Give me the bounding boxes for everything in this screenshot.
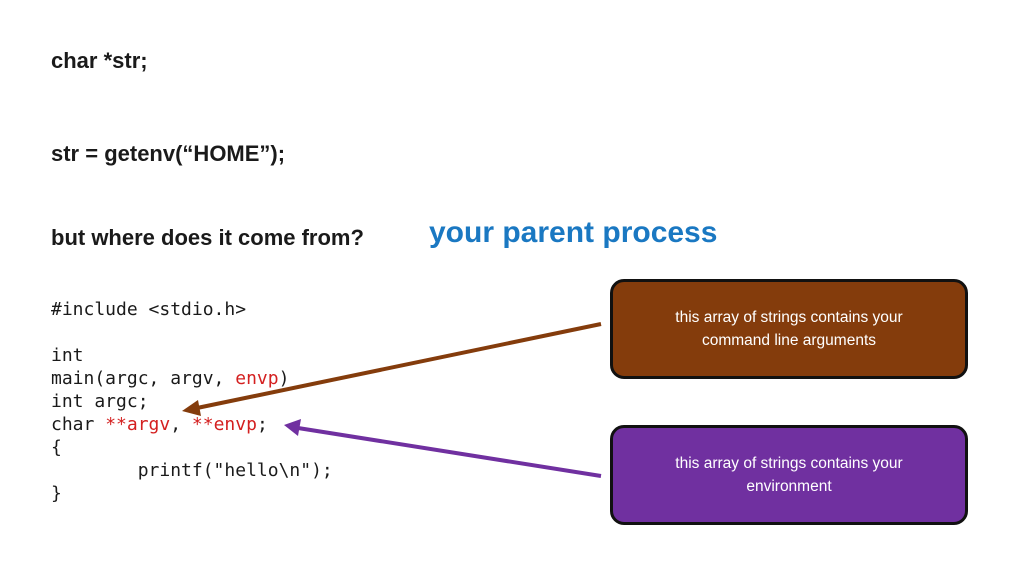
code-char-envp: **envp bbox=[191, 414, 257, 435]
code-line-int: int bbox=[51, 345, 84, 366]
code-line-include: #include <stdio.h> bbox=[51, 299, 247, 320]
code-main-prefix: main(argc, argv, bbox=[51, 368, 236, 389]
getenv-call-text: str = getenv(“HOME”); bbox=[51, 141, 286, 166]
code-main-envp: envp bbox=[235, 368, 279, 389]
code-char-suffix: ; bbox=[256, 414, 268, 435]
code-char-argv: **argv bbox=[105, 414, 171, 435]
code-main-suffix: ) bbox=[278, 368, 290, 389]
code-line-char: char **argv, **envp; bbox=[51, 413, 333, 436]
callout-env-box: this array of strings contains your envi… bbox=[610, 425, 968, 525]
callout-args-text: this array of strings contains your comm… bbox=[675, 309, 903, 349]
answer-text: your parent process bbox=[429, 216, 718, 249]
declaration-text: char *str; bbox=[51, 48, 148, 73]
arrow-env-shaft bbox=[297, 426, 602, 478]
callout-args-box: this array of strings contains your comm… bbox=[610, 279, 968, 379]
callout-env-text: this array of strings contains your envi… bbox=[675, 455, 903, 495]
code-line-printf: printf("hello\n"); bbox=[51, 460, 333, 481]
code-line-main: main(argc, argv, envp) bbox=[51, 367, 333, 390]
code-char-sep: , bbox=[170, 414, 192, 435]
code-char-prefix: char bbox=[51, 414, 106, 435]
code-line-open-brace: { bbox=[51, 437, 62, 458]
code-line-blank bbox=[51, 321, 333, 344]
code-line-close-brace: } bbox=[51, 483, 62, 504]
question-text: but where does it come from? bbox=[51, 225, 364, 250]
code-line-argc: int argc; bbox=[51, 391, 149, 412]
